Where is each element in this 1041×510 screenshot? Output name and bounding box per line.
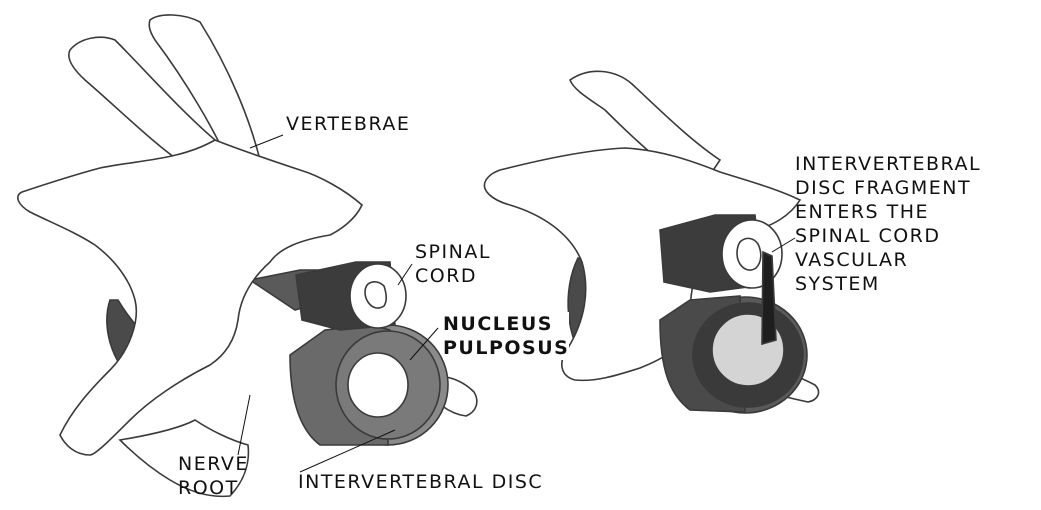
right-vertebra-illustration	[484, 71, 818, 413]
left-nucleus	[348, 353, 408, 417]
label-nucleus-pulposus: NUCLEUS PULPOSUS	[443, 312, 569, 360]
left-vertebra-illustration	[18, 15, 477, 496]
label-disc-fragment: INTERVERTEBRAL DISC FRAGMENT ENTERS THE …	[795, 152, 981, 296]
label-intervertebral-disc: INTERVERTEBRAL DISC	[298, 470, 543, 494]
label-vertebrae: VERTEBRAE	[286, 112, 410, 136]
label-nerve-root: NERVE ROOT	[178, 452, 249, 500]
label-spinal-cord: SPINAL CORD	[415, 240, 491, 288]
right-cord-core	[737, 238, 761, 270]
